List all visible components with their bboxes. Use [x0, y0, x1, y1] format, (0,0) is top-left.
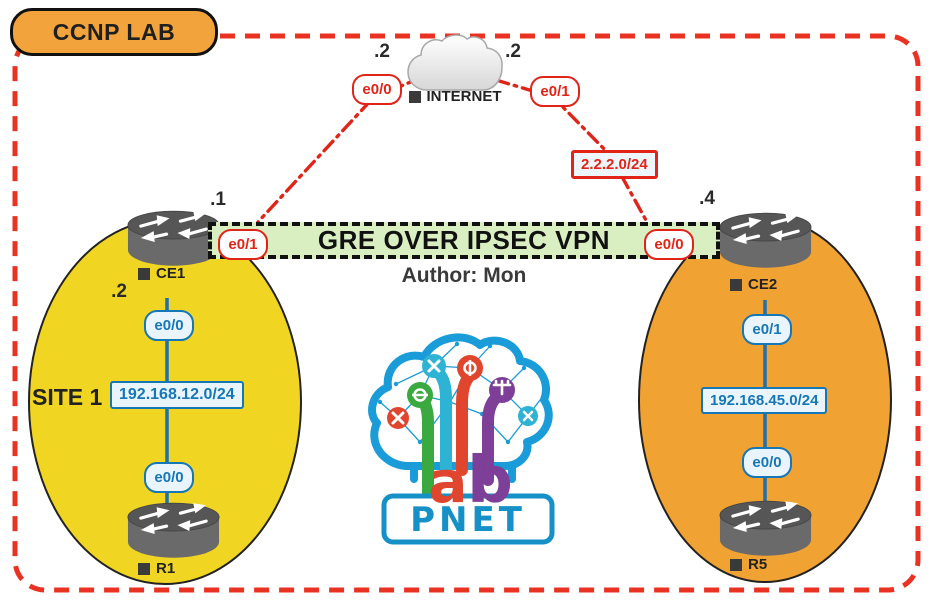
device-square-icon: [730, 278, 742, 291]
ce1-label-text: CE1: [156, 265, 186, 282]
internet-if-e0-0: e0/0: [352, 74, 402, 105]
pnetlab-logo: a b PNET: [368, 333, 555, 545]
internet-left-octet: .2: [374, 41, 390, 62]
vpn-banner: e0/1 GRE OVER IPSEC VPN e0/0: [208, 222, 720, 260]
router-r1-icon: [126, 502, 221, 560]
ce1-lan-if: e0/0: [144, 310, 194, 341]
ce1-wan-octet: .1: [210, 189, 226, 210]
ce2-wan-octet: .4: [699, 188, 715, 209]
logo-pnet-text: PNET: [410, 500, 526, 540]
internet-label: INTERNET: [395, 88, 515, 105]
lab-title-badge: CCNP LAB: [10, 8, 218, 56]
ce1-label: CE1: [138, 265, 185, 282]
router-ce1-icon: [126, 210, 221, 268]
device-square-icon: [138, 562, 150, 575]
device-square-icon: [408, 90, 421, 103]
logo-pnet-box: [381, 493, 555, 545]
ce2-label-text: CE2: [748, 276, 778, 293]
logo-node-teal-x2: [518, 406, 538, 426]
logo-node-red: [457, 355, 483, 381]
banner-if-right: e0/0: [644, 229, 694, 260]
r5-label: R5: [730, 556, 767, 573]
logo-letter-b: b: [467, 444, 513, 518]
router-ce2-icon: [718, 212, 813, 270]
r1-if: e0/0: [144, 462, 194, 493]
wan-subnet-label: 2.2.2.0/24: [571, 150, 658, 179]
r1-label: R1: [138, 560, 175, 577]
device-square-icon: [138, 267, 150, 280]
site2-subnet-label: 192.168.45.0/24: [701, 387, 828, 414]
logo-node-purple: [489, 377, 515, 403]
banner-if-left: e0/1: [218, 229, 268, 260]
wan-link-right: [494, 78, 649, 224]
internet-right-octet: .2: [505, 41, 521, 62]
device-square-icon: [730, 558, 742, 571]
logo-cloud-feet: [410, 462, 516, 483]
site1-label: SITE 1: [32, 384, 103, 410]
logo-mesh-dots: [377, 341, 549, 445]
r1-label-text: R1: [156, 560, 176, 577]
ce1-lan-octet: .2: [111, 281, 127, 302]
router-r5-icon: [718, 500, 813, 558]
internet-cloud: [407, 34, 503, 91]
site1-subnet-label: 192.168.12.0/24: [110, 381, 244, 409]
r5-label-text: R5: [748, 556, 768, 573]
logo-node-green: [407, 382, 433, 408]
author-label: Author: Mon: [401, 264, 527, 287]
internet-label-text: INTERNET: [426, 88, 502, 105]
diagram-border: [12, 33, 921, 593]
logo-node-red-x: [387, 407, 409, 429]
r5-if: e0/0: [742, 447, 792, 478]
ce2-lan-if: e0/1: [742, 314, 792, 345]
internet-if-e0-1: e0/1: [530, 76, 580, 107]
vpn-banner-title: GRE OVER IPSEC VPN: [317, 225, 611, 255]
logo-node-teal-x: [422, 354, 446, 378]
wan-link-left: [256, 76, 422, 224]
logo-letter-a: a: [428, 448, 467, 516]
ce2-label: CE2: [730, 276, 777, 293]
